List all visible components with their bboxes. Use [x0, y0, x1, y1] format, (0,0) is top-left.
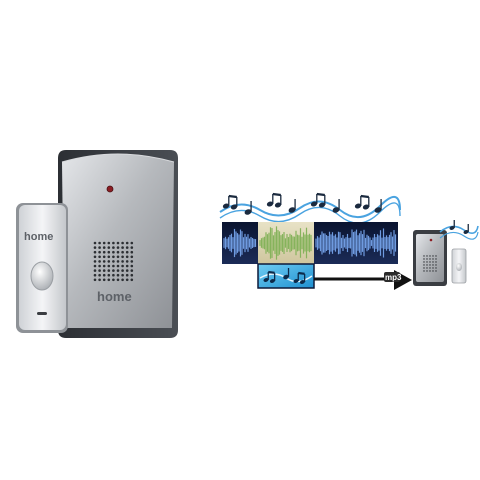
led-indicator-icon — [106, 185, 114, 193]
waveform-strip — [222, 222, 398, 264]
mp3-label: mp3 — [385, 273, 402, 282]
speaker-grille-icon — [93, 241, 134, 282]
waveform-left-icon — [223, 228, 257, 258]
waveform-right-icon — [315, 228, 397, 258]
mini-chime-icon — [413, 230, 447, 286]
mini-sound-waves-icon — [439, 220, 479, 240]
doorbell-push-button: home — [16, 203, 68, 333]
mp3-concept-diagram: mp3 — [219, 192, 479, 290]
button-brand-logo: home — [24, 231, 53, 243]
push-knob-icon — [30, 261, 54, 291]
chime-brand-logo: home — [97, 289, 132, 304]
selected-clip-icon — [257, 263, 315, 289]
waveform-selected-icon — [259, 226, 312, 260]
mini-button-icon — [451, 248, 467, 284]
doorbell-chime-unit: home — [58, 150, 178, 338]
music-notes-icon — [219, 192, 401, 224]
